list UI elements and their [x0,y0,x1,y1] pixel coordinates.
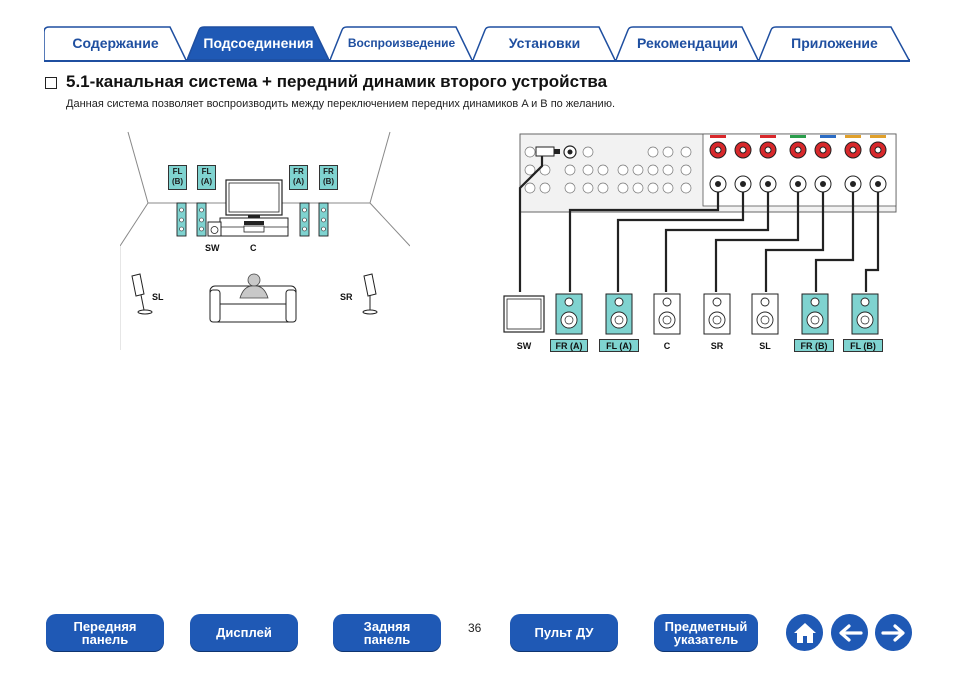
back-arrow-icon [838,623,863,642]
speaker-label-sl: SL [759,340,771,351]
forward-arrow-icon [880,623,905,642]
tab-contents[interactable]: Содержание [44,26,187,60]
tab-label: Установки [508,34,581,51]
page-number: 36 [468,621,482,635]
label-sl: SL [152,292,164,302]
tab-playback[interactable]: Воспроизведение [330,26,473,60]
rear-panel-button[interactable]: Задняя панель [333,614,441,651]
home-button[interactable] [786,614,823,651]
tag-fr-a: FR (A) [289,165,308,190]
section-heading: 5.1-канальная система + передний динамик… [45,72,607,92]
speaker-label-fl-a: FL (A) [599,339,639,352]
tab-underline [44,59,910,62]
wiring-drawing [503,133,897,335]
speaker-label-c: C [663,340,671,351]
tab-appendix[interactable]: Приложение [759,26,910,60]
home-icon [793,622,816,643]
speaker-label-sr: SR [710,340,724,351]
index-button[interactable]: Предметный указатель [654,614,758,651]
tag-fr-b: FR (B) [319,165,338,190]
tab-label: Приложение [791,34,878,51]
tag-fl-b: FL (B) [168,165,187,190]
room-drawing [120,131,410,350]
remote-control-button[interactable]: Пульт ДУ [510,614,618,651]
front-panel-button[interactable]: Передняя панель [46,614,164,651]
room-layout-diagram: FL (B) FL (A) FR (A) FR (B) SW C SL SR [120,128,410,350]
label-sr: SR [340,292,353,302]
label-c: C [250,243,257,253]
checkbox-icon [45,77,57,89]
tab-connections[interactable]: Подсоединения [187,26,330,60]
wiring-diagram: SW FR (A) FL (A) C SR SL FR (B) FL (B) [498,130,898,360]
speaker-label-fr-b: FR (B) [794,339,834,352]
tab-label: Рекомендации [636,34,739,51]
description-text: Данная система позволяет воспроизводить … [66,98,616,110]
page-title: 5.1-канальная система + передний динамик… [66,72,608,91]
display-button[interactable]: Дисплей [190,614,298,651]
back-button[interactable] [831,614,868,651]
forward-button[interactable] [875,614,912,651]
tab-tips[interactable]: Рекомендации [616,26,759,60]
tab-label: Подсоединения [203,34,314,51]
tab-settings[interactable]: Установки [473,26,616,60]
speaker-label-sw: SW [516,340,532,351]
speaker-label-fl-b: FL (B) [843,339,883,352]
tab-label: Воспроизведение [347,35,456,50]
label-sw: SW [205,243,220,253]
speaker-label-fr-a: FR (A) [550,339,588,352]
tag-fl-a: FL (A) [197,165,216,190]
tab-label: Содержание [72,34,159,51]
